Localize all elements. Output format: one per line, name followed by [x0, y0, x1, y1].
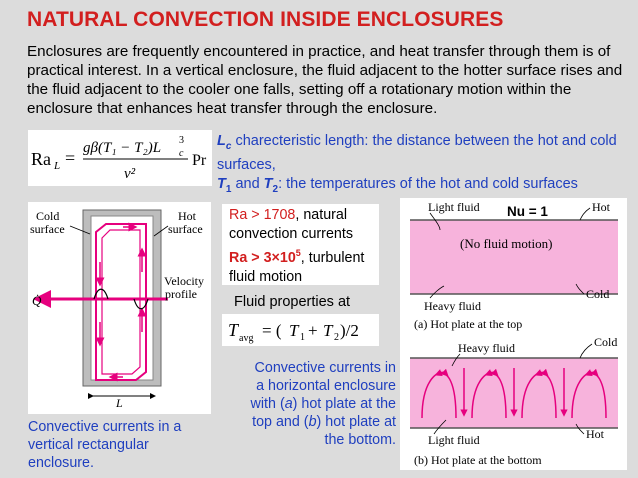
heavy-fluid-b: Heavy fluid — [458, 341, 515, 355]
tavg-equation: T avg = ( T 1 + T 2 )/2 — [222, 314, 379, 346]
lc-definition: Lc charecteristic length: the distance b… — [217, 132, 637, 199]
hot-label-2: surface — [168, 222, 203, 236]
cap2-a: a — [284, 396, 293, 412]
velocity-label-1: Velocity — [164, 274, 204, 288]
t1-sub: 1 — [225, 183, 232, 195]
cap2-text1: Convective currents in a horizontal encl… — [250, 360, 396, 412]
svg-text:=: = — [65, 148, 75, 168]
cap2-text2: ) hot plate at the top and ( — [252, 396, 396, 430]
horizontal-enclosure-caption: Convective currents in a horizontal encl… — [250, 359, 396, 449]
vertical-enclosure-caption: Convective currents in a vertical rectan… — [28, 419, 182, 471]
hot-label-1: Hot — [178, 209, 197, 223]
ra-turbulent-exp: 5 — [295, 248, 301, 258]
caption-b: (b) Hot plate at the bottom — [414, 453, 542, 467]
vertical-enclosure-figure: Cold surface Hot surface Velocity profil… — [28, 202, 211, 414]
hot-b: Hot — [586, 427, 605, 441]
lc-sub: c — [225, 140, 232, 152]
svg-text:T: T — [228, 320, 240, 340]
eq-numerator-sub: c — [179, 148, 184, 159]
t1-symbol: T — [217, 175, 226, 192]
eq-denominator: ν² — [124, 166, 136, 182]
light-fluid-top: Light fluid — [428, 200, 480, 214]
svg-text:+: + — [308, 321, 318, 340]
cold-label-2: surface — [30, 222, 65, 236]
lc-text: charecteristic length: the distance betw… — [217, 133, 617, 174]
light-fluid-b: Light fluid — [428, 433, 480, 447]
intro-paragraph: Enclosures are frequently encountered in… — [27, 43, 623, 117]
cold-a: Cold — [586, 287, 609, 301]
cold-label-1: Cold — [36, 209, 59, 223]
velocity-label-2: profile — [165, 287, 197, 301]
nusselt-label: Nu = 1 — [507, 204, 548, 219]
q-label: Q̇ — [32, 293, 42, 308]
heavy-fluid-a: Heavy fluid — [424, 299, 481, 313]
cap2-b: b — [308, 414, 317, 430]
caption-a: (a) Hot plate at the top — [414, 317, 522, 331]
eq-rhs: Pr — [192, 152, 207, 169]
eq-lhs-sub: L — [53, 160, 60, 172]
svg-text:2: 2 — [334, 332, 339, 343]
svg-text:avg: avg — [239, 333, 253, 344]
t-and: and — [231, 175, 264, 192]
t2-sub: 2 — [272, 183, 279, 195]
fluid-properties-label: Fluid properties at — [234, 294, 351, 310]
hot-top: Hot — [592, 200, 611, 214]
no-motion: (No fluid motion) — [460, 236, 552, 251]
rayleigh-criteria-box: Ra > 1708, natural convection currents R… — [222, 204, 379, 285]
svg-text:T: T — [323, 321, 334, 340]
slide-title: NATURAL CONVECTION INSIDE ENCLOSURES — [27, 8, 504, 31]
svg-text:= (: = ( — [262, 321, 282, 340]
l-label: L — [115, 396, 123, 410]
svg-text:1: 1 — [300, 332, 305, 343]
eq-numerator-sup: 3 — [179, 135, 184, 146]
cap2-text3: ) hot plate at the bottom. — [316, 414, 396, 448]
lc-symbol: L — [217, 133, 226, 149]
svg-text:T: T — [289, 321, 300, 340]
eq-numerator: gβ(T₁ − T₂)L — [83, 140, 161, 156]
ra-1708-text: , natural convection currents — [229, 207, 353, 242]
t2-symbol: T — [263, 175, 273, 192]
t-text: : the temperatures of the hot and cold s… — [278, 175, 578, 192]
ra-turbulent: Ra > 3×10 — [229, 249, 296, 266]
svg-text:)/2: )/2 — [340, 321, 359, 340]
ra-1708: Ra > 1708 — [229, 207, 296, 223]
rayleigh-equation: Ra L = gβ(T₁ − T₂)L 3 c ν² Pr — [28, 130, 212, 186]
horizontal-enclosure-figure: Light fluid Hot (No fluid motion) Heavy … — [400, 198, 627, 470]
cold-b: Cold — [594, 335, 617, 349]
ra-turbulent-text: , turbulent fluid motion — [229, 249, 365, 285]
eq-lhs: Ra — [31, 149, 51, 169]
